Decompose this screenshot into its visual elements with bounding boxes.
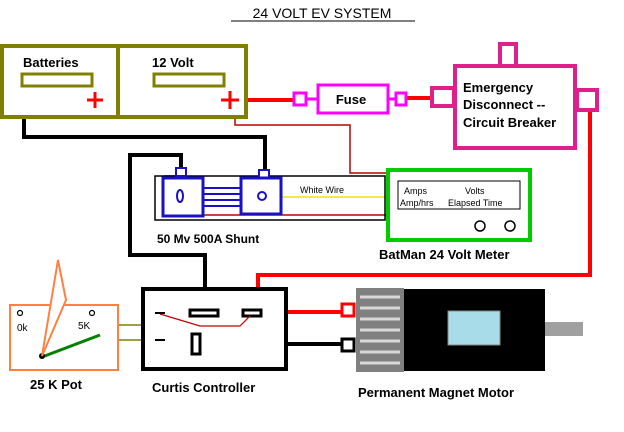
breaker-label-line1: Emergency (463, 80, 534, 95)
white-wire-label: White Wire (300, 185, 344, 195)
motor-shaft-icon (545, 322, 583, 336)
battery-left-plus-icon (87, 92, 103, 108)
batman-meter: Amps Amp/hrs Volts Elapsed Time BatMan 2… (379, 168, 532, 262)
meter-amphrs-text: Amp/hrs (400, 198, 434, 208)
controller-label: Curtis Controller (152, 380, 255, 395)
motor-label: Permanent Magnet Motor (358, 385, 514, 400)
fuse: Fuse (292, 83, 408, 115)
shunt-left-bolt-icon (176, 189, 184, 203)
battery-right-cell (152, 72, 226, 88)
emergency-breaker: Emergency Disconnect -- Circuit Breaker (430, 42, 599, 150)
pot-lever-icon[interactable] (41, 259, 68, 357)
fuse-label: Fuse (336, 92, 366, 107)
breaker-top-terminal (498, 42, 518, 68)
breaker-right-terminal (575, 88, 599, 112)
controller-terminal-b-plus (241, 308, 263, 318)
fuse-left-cap (292, 91, 308, 107)
battery-left-cell (20, 72, 94, 88)
battery-left-label: Batteries (23, 55, 79, 70)
motor-negative-terminal (340, 337, 356, 353)
controller-body (141, 287, 288, 371)
pot-right-terminal-icon (88, 309, 96, 317)
motor-nameplate (447, 310, 501, 346)
meter-left-button[interactable] (474, 220, 486, 232)
pm-motor: Permanent Magnet Motor (340, 288, 583, 400)
negative-wire-battery-to-shunt (22, 115, 267, 170)
motor-positive-terminal (340, 302, 356, 318)
pot: 0k 5K 25 K Pot (9, 259, 119, 392)
shunt-label: 50 Mv 500A Shunt (157, 232, 259, 246)
controller-terminal-b-minus (188, 308, 220, 318)
controller-internal-link (159, 313, 251, 327)
controller-terminal-m-minus (190, 332, 202, 356)
shunt-right-bolt-icon (257, 191, 267, 201)
diagram-title: 24 VOLT EV SYSTEM (253, 5, 392, 21)
battery-right-label: 12 Volt (152, 55, 194, 70)
motor-fins-icon (360, 295, 400, 365)
battery-right-plus-icon (221, 91, 239, 109)
pot-mark-left: 0k (17, 323, 29, 334)
negative-wire-shunt-to-controller (128, 153, 207, 311)
breaker-label-line2: Disconnect -- (463, 97, 545, 112)
meter-right-button[interactable] (504, 220, 516, 232)
meter-volts-text: Volts (465, 186, 485, 196)
breaker-body (453, 64, 577, 150)
meter-display (397, 180, 521, 210)
shunt-left-tab (175, 167, 187, 177)
pot-label: 25 K Pot (30, 377, 83, 392)
meter-label: BatMan 24 Volt Meter (379, 247, 510, 262)
pot-body (9, 304, 119, 371)
meter-amps-text: Amps (404, 186, 428, 196)
breaker-label-line3: Circuit Breaker (463, 115, 556, 130)
battery-pack: Batteries 12 Volt (0, 44, 248, 119)
curtis-controller: Curtis Controller (141, 287, 288, 395)
fuse-right-cap (394, 91, 408, 107)
pot-wiper[interactable] (41, 333, 101, 359)
shunt: White Wire 50 Mv 500A Shunt (154, 167, 386, 246)
pot-mark-right: 5K (78, 321, 91, 332)
meter-elapsed-text: Elapsed Time (448, 198, 503, 208)
pot-left-terminal-icon (16, 309, 24, 317)
breaker-left-terminal (430, 86, 456, 108)
